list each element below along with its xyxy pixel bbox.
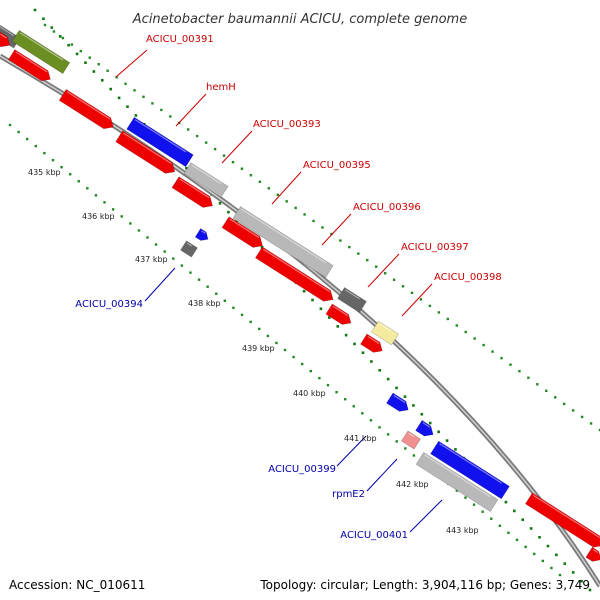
gene-label: ACICU_00393 [253, 119, 321, 130]
feature-red-3 [115, 130, 176, 174]
feature-red-7 [325, 303, 352, 325]
backbone-inner [0, 55, 600, 587]
feature-red-2 [58, 88, 114, 130]
feature-red-9 [524, 492, 600, 548]
genome-summary-text: Topology: circular; Length: 3,904,116 bp… [260, 578, 590, 592]
gene-label: rpmE2 [332, 489, 365, 500]
gene-label-leader [409, 499, 443, 533]
feature-blue-1 [194, 228, 209, 241]
feature-red-4 [171, 176, 213, 208]
gene-label-leader [367, 253, 400, 288]
feature-olive [11, 29, 71, 75]
gene-label-leader [401, 283, 433, 317]
tick-label: 439 kbp [242, 344, 275, 353]
feature-blue-4 [430, 440, 510, 500]
gene-label-leader [321, 213, 352, 246]
tick-label: 437 kbp [135, 255, 168, 264]
gene-label: ACICU_00398 [434, 272, 502, 283]
feature-pink [401, 430, 421, 450]
inner-dotted-guide [8, 123, 562, 577]
feature-red-10 [585, 546, 600, 562]
tick-label: 438 kbp [188, 299, 221, 308]
gene-label-leader [366, 458, 398, 492]
gene-label-leader [221, 130, 253, 164]
feature-yellow [370, 320, 400, 346]
map-title: Acinetobacter baumannii ACICU, complete … [132, 12, 467, 27]
gene-label-leader [175, 93, 207, 127]
tick-label: 436 kbp [82, 212, 115, 221]
gene-label-leader [271, 171, 302, 205]
feature-red-6 [254, 246, 334, 302]
gene-label: ACICU_00396 [353, 202, 421, 213]
feature-gray-3 [415, 452, 499, 512]
gene-label: hemH [206, 82, 236, 93]
gene-label: ACICU_00394 [75, 299, 143, 310]
gene-label: ACICU_00399 [268, 464, 336, 475]
tick-labels-layer: 435 kbp 436 kbp 437 kbp 438 kbp 439 kbp 440 k… [28, 168, 479, 535]
gene-label: ACICU_00397 [401, 242, 469, 253]
tick-label: 441 kbp [344, 434, 377, 443]
gene-labels-layer: ACICU_00391 hemH ACICU_00393ACICU_00395ACI… [75, 34, 501, 541]
gene-label: ACICU_00395 [303, 160, 371, 171]
label-leaders-layer [115, 49, 443, 533]
feature-red-1 [7, 49, 51, 82]
feature-blue-hemH [126, 116, 194, 168]
feature-blue-2 [386, 392, 409, 412]
backbone-layer [0, 53, 600, 588]
tick-label: 440 kbp [293, 389, 326, 398]
feature-blue-3 [415, 419, 434, 437]
feature-gray-2 [232, 206, 334, 278]
features-layer [0, 23, 600, 562]
accession-text: Accession: NC_010611 [9, 578, 146, 592]
feature-darkgray-3 [180, 240, 198, 258]
feature-red-0 [0, 31, 11, 48]
backbone-outer [0, 53, 600, 588]
outer-dotted-guide [43, 23, 600, 432]
feature-red-5 [221, 216, 263, 248]
tick-label: 442 kbp [396, 480, 429, 489]
tick-label: 443 kbp [446, 526, 479, 535]
gene-label-leader [115, 49, 148, 78]
gene-label-leader [144, 267, 176, 302]
tick-label: 435 kbp [28, 168, 61, 177]
gene-label-leader [336, 435, 367, 467]
feature-gray-1 [183, 162, 229, 198]
gene-label: ACICU_00401 [340, 530, 408, 541]
feature-darkgray-2 [337, 287, 367, 313]
feature-red-8 [360, 333, 383, 353]
gene-label: ACICU_00391 [146, 34, 214, 45]
